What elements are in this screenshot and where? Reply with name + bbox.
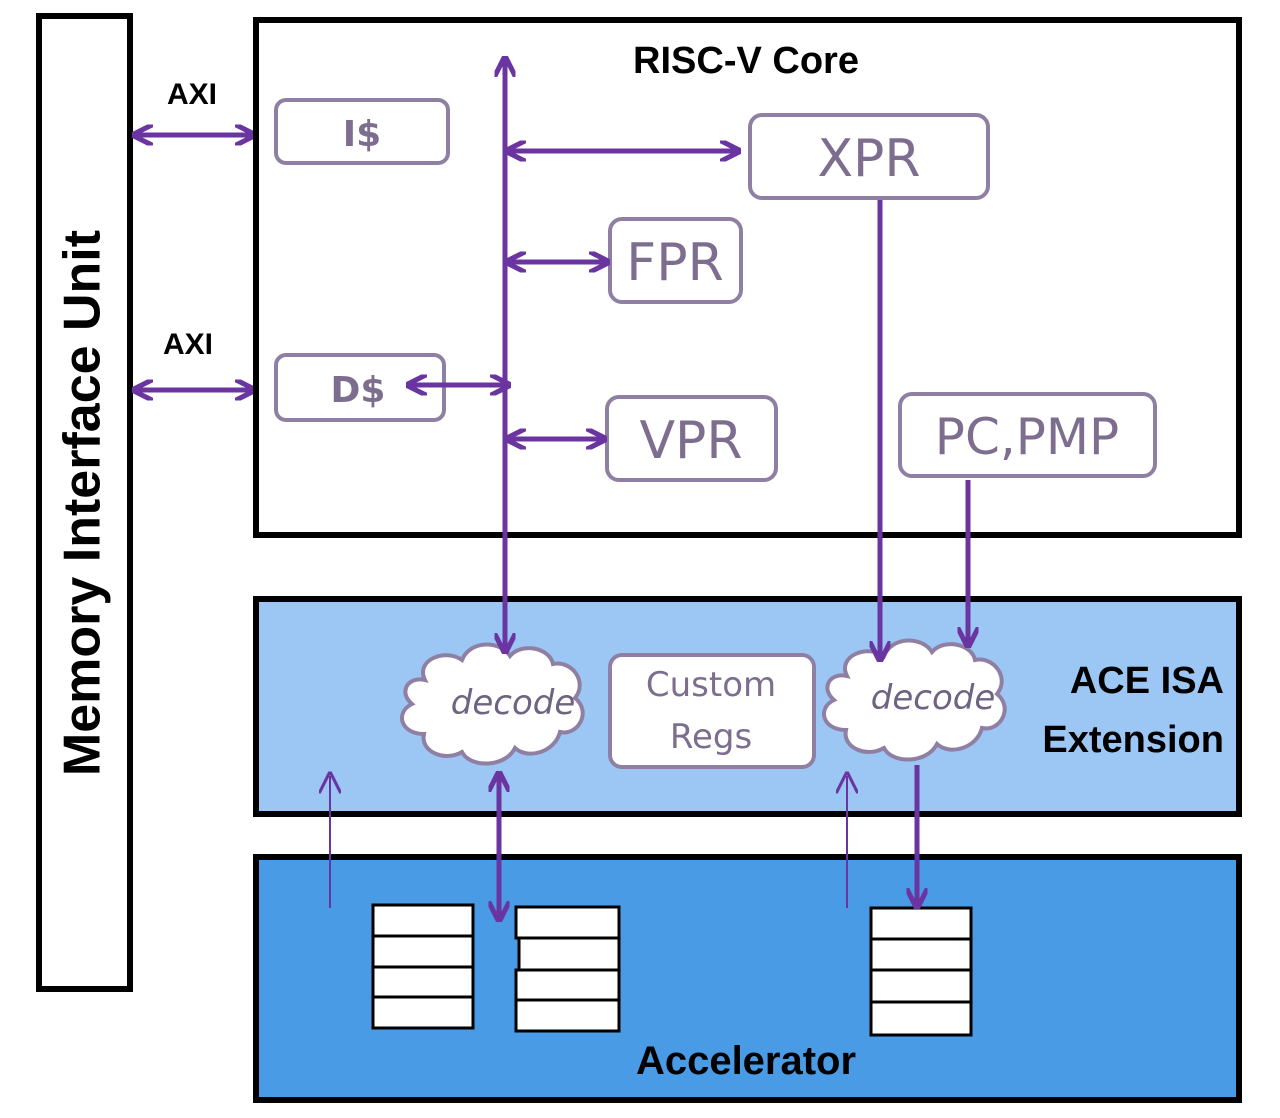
decode-right-label: decode [871, 678, 996, 718]
vpr-box: VPR [605, 395, 778, 482]
memory-interface-unit: Memory Interface Unit [36, 13, 133, 992]
accelerator-title: Accelerator [636, 1039, 856, 1083]
fifo-right [869, 906, 973, 1037]
fifo-middle [514, 905, 621, 1033]
ace-isa-extension: ACE ISA Extension Custom Regs decode dec… [253, 596, 1242, 817]
fifo-left [371, 903, 475, 1030]
memory-interface-unit-label: Memory Interface Unit [54, 230, 112, 776]
custom-regs-box: Custom Regs [608, 653, 816, 769]
ace-title-line1: ACE ISA [1070, 660, 1224, 702]
decode-left-label: decode [451, 683, 576, 723]
custom-regs-line1: Custom [646, 665, 776, 705]
axi-top-label: AXI [167, 78, 217, 111]
pc-pmp-box: PC,PMP [898, 392, 1157, 478]
icache-label: I$ [343, 114, 381, 155]
core-bus-arrows [330, 60, 968, 918]
fpr-box: FPR [608, 217, 743, 304]
ace-title-line2: Extension [1042, 719, 1224, 761]
decode-cloud-right: decode [822, 638, 1007, 762]
dcache-box: D$ [274, 353, 446, 422]
axi-bottom-label: AXI [163, 328, 213, 361]
xpr-box: XPR [748, 113, 990, 200]
icache-box: I$ [274, 98, 450, 165]
accelerator: Accelerator [253, 854, 1242, 1103]
xpr-label: XPR [817, 129, 920, 189]
custom-regs-line2: Regs [670, 717, 752, 757]
dcache-label: D$ [331, 370, 386, 411]
risc-v-core: RISC-V Core I$ D$ XPR FPR VPR PC,PMP [253, 17, 1242, 538]
fpr-label: FPR [626, 233, 723, 293]
pc-pmp-label: PC,PMP [935, 408, 1119, 466]
risc-v-core-title: RISC-V Core [633, 40, 859, 82]
vpr-label: VPR [639, 411, 742, 471]
